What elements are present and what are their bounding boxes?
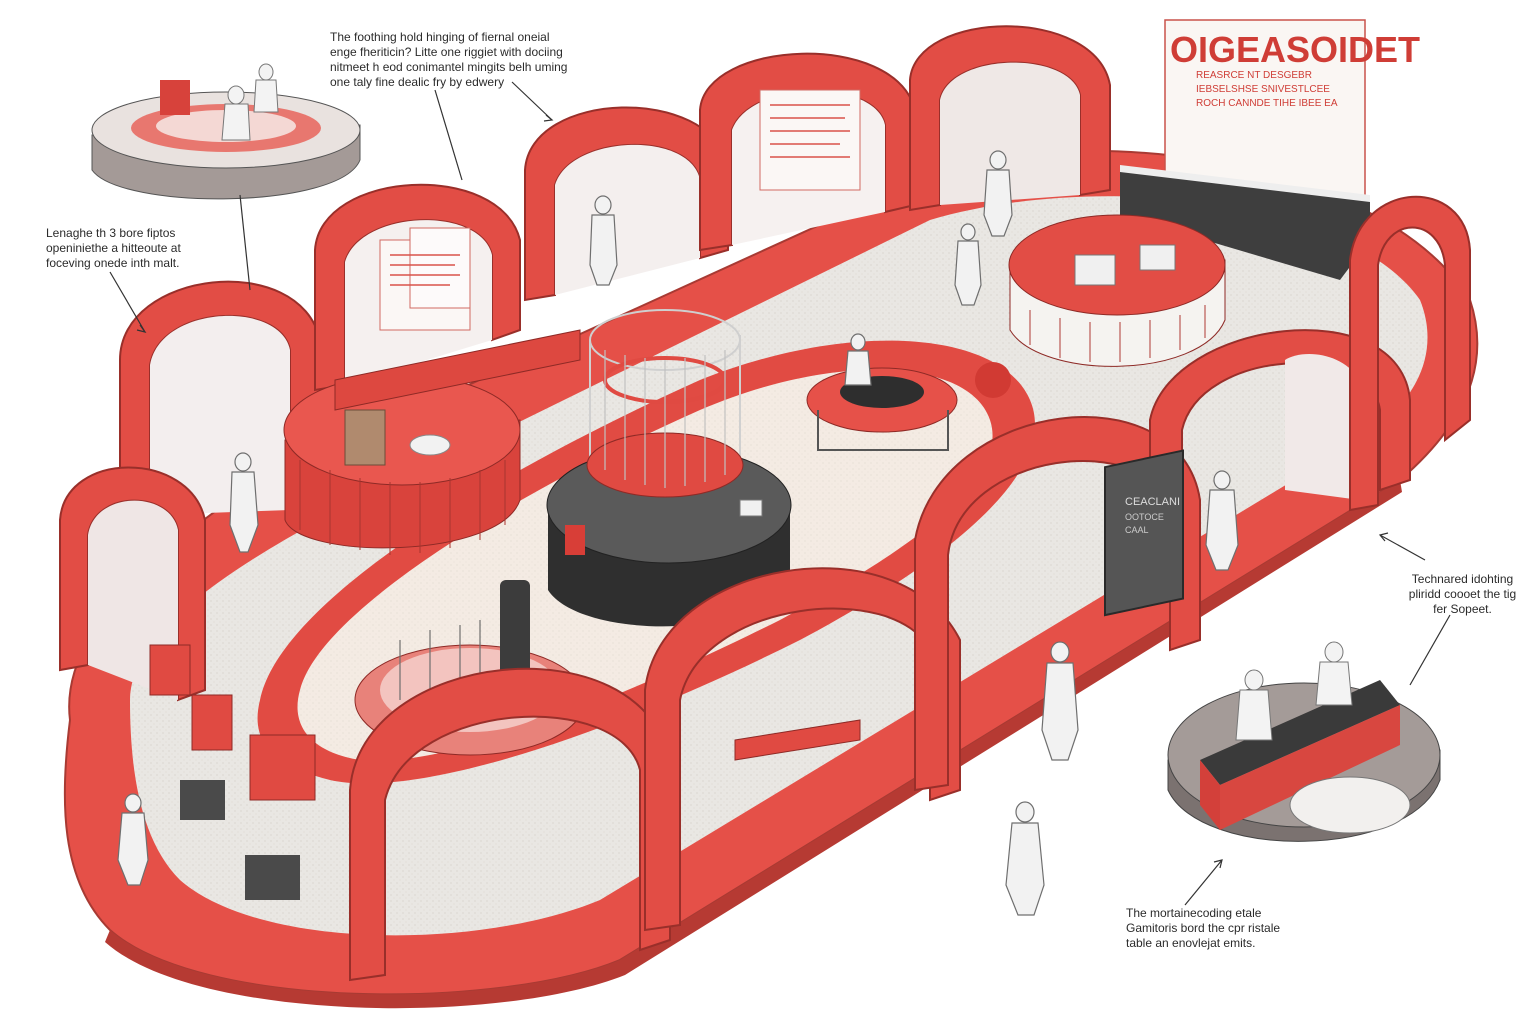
front-arches (59, 195, 1471, 982)
arch-mid-1-inner (555, 144, 700, 295)
right-round-platform (1008, 214, 1226, 367)
booth-sign: CEACLANI OOTOCE CAAL (1104, 449, 1184, 617)
visitor-figures (117, 150, 1239, 916)
booth-sign-line-3: CAAL (1125, 525, 1149, 535)
reception-counter (1120, 170, 1370, 280)
arch-back-right-inner (940, 62, 1080, 206)
visitor-figure (1005, 801, 1045, 916)
floating-platform-bottom-right (1167, 641, 1441, 842)
pointer-left (109, 271, 146, 333)
banner-wall: OIGEASOIDET REASRCE NT DESGEBR IEBSELSHS… (1120, 19, 1420, 280)
pointer-top-2 (511, 81, 553, 121)
banner-line-1: REASRCE NT DESGEBR (1196, 70, 1312, 81)
poster-panels (379, 89, 861, 331)
banner-line-2: IEBSELSHSE SNIVESTLCEE (1196, 84, 1330, 95)
arch-far-right (1349, 195, 1471, 512)
pointer-top (434, 89, 463, 181)
pointer-bottom (1184, 859, 1223, 906)
visitor-figure (589, 195, 618, 286)
pointer-platform-left (239, 194, 251, 291)
pointer-right-2 (1409, 614, 1451, 686)
visitor-figure (1041, 641, 1079, 761)
visitor-figure (954, 223, 982, 306)
annotation-pointers (109, 81, 1451, 906)
annotation-top: The foothing hold hinging of fiernal one… (330, 30, 568, 89)
floating-platform-top-left (91, 63, 361, 200)
visitor-figure (983, 150, 1013, 237)
pointer-top-arrow (543, 114, 554, 122)
arch-left-1-inner (150, 315, 290, 515)
sign-boards (149, 644, 861, 900)
banner-title: OIGEASOIDET (1170, 29, 1420, 70)
pointer-left-arrow (136, 324, 147, 333)
visitor-figure (229, 452, 259, 553)
visitor-figure (1205, 470, 1239, 571)
arch-right (1149, 329, 1411, 502)
booth-sign-line-1: CEACLANI (1125, 496, 1180, 508)
left-round-booth (283, 329, 581, 555)
annotation-left: Lenaghe th 3 bore fiptos openiniethe a h… (46, 226, 181, 270)
pointer-bottom-arrow (1213, 859, 1223, 869)
visitor-figure (117, 793, 149, 886)
visitor-figure (844, 333, 872, 386)
pointer-right-arrow (1378, 532, 1389, 542)
booth-sign-line-2: OOTOCE (1125, 512, 1164, 522)
annotation-right: Technared idohting pliridd coooet the ti… (1408, 572, 1517, 616)
banner-line-3: ROCH CANNDE TIHE IBEE EA (1196, 98, 1338, 109)
annotation-bottom: The mortainecoding etale Gamitoris bord … (1126, 906, 1281, 950)
pointer-right (1379, 534, 1426, 561)
